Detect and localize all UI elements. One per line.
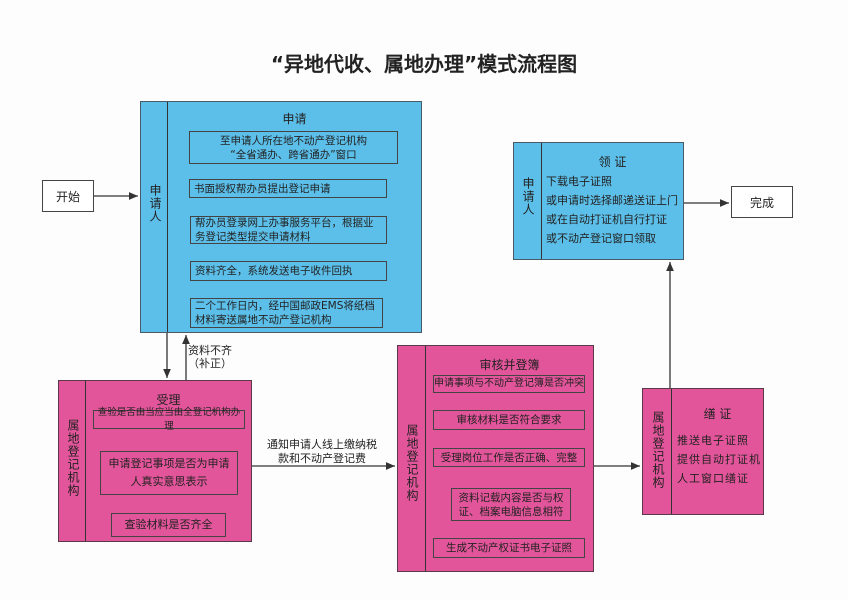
stage-header: 缮 证 [703, 407, 732, 421]
review-lane: 属地登记机构 审核并登簿 申请事项与不动产登记簿是否冲突 审核材料是否符合要求 … [397, 345, 594, 572]
notify-label: 通知申请人线上缴纳税款和不动产登记费 [267, 438, 377, 465]
step-box: 申请事项与不动产登记簿是否冲突 [433, 375, 585, 393]
accept-lane: 属地登记机构 受理 查验是否由当应当由全登记机构办理 申请登记事项是否为申请人真… [58, 380, 252, 542]
collect-lane: 申请人 领 证 下载电子证照 或申请时选择邮递送证上门 或在自动打证机自行打证 … [513, 142, 684, 260]
stage-header: 受理 [156, 393, 181, 407]
lane-label: 申请人 [521, 177, 535, 216]
finish-label: 完成 [749, 195, 774, 210]
step-box: 审核材料是否符合要求 [433, 410, 585, 430]
step-box: 资料齐全，系统发送电子收件回执 [190, 261, 387, 281]
lane-label: 属地登记机构 [651, 411, 665, 489]
start-label: 开始 [55, 189, 80, 204]
step-box: 受理岗位工作是否正确、完整 [433, 448, 585, 467]
step-box: 至申请人所在地不动产登记机构 “全省通办、跨省通办”窗口 [189, 131, 398, 164]
collect-lines: 下载电子证照 或申请时选择邮递送证上门 或在自动打证机自行打证 或不动产登记窗口… [546, 172, 678, 248]
step-box: 查验材料是否齐全 [111, 513, 226, 537]
line: 人工窗口缮证 [677, 472, 749, 485]
return-label: 资料不齐 （补正） [188, 344, 232, 370]
stage-header: 申请 [282, 112, 307, 126]
line: 或申请时选择邮递送证上门 [546, 194, 678, 207]
line: 或在自动打证机自行打证 [546, 213, 667, 226]
stage-header: 审核并登簿 [479, 358, 540, 372]
apply-lane: 申请人 申请 至申请人所在地不动产登记机构 “全省通办、跨省通办”窗口 书面授权… [140, 101, 422, 333]
page-title: “异地代收、属地办理”模式流程图 [270, 52, 578, 76]
issue-lane: 属地登记机构 缮 证 推送电子证照 提供自动打证机 人工窗口缮证 [642, 388, 764, 515]
line: 下载电子证照 [546, 175, 612, 188]
step-box: 二个工作日内，经中国邮政EMS将纸档材料寄送属地不动产登记机构 [190, 298, 383, 328]
step-box: 申请登记事项是否为申请人真实意思表示 [100, 451, 238, 495]
lane-label: 申请人 [148, 184, 162, 223]
start-node: 开始 [42, 180, 94, 212]
step-box: 查验是否由当应当由全登记机构办理 [93, 407, 245, 432]
step-box: 资料记载内容是否与权证、档案电脑信息相符 [451, 488, 571, 521]
lane-label: 属地登记机构 [405, 424, 419, 502]
step-box: 书面授权帮办员提出登记申请 [189, 179, 387, 198]
lane-label: 属地登记机构 [66, 419, 80, 497]
finish-node: 完成 [731, 186, 793, 218]
line: 或不动产登记窗口领取 [546, 232, 656, 245]
issue-lines: 推送电子证照 提供自动打证机 人工窗口缮证 [677, 431, 761, 488]
line: 提供自动打证机 [677, 453, 761, 466]
line: 推送电子证照 [677, 434, 749, 447]
stage-header: 领 证 [598, 155, 627, 169]
step-box: 生成不动产权证书电子证照 [433, 538, 585, 558]
step-box: 帮办员登录网上办事服务平台，根据业务登记类型提交申请材料 [190, 216, 387, 244]
